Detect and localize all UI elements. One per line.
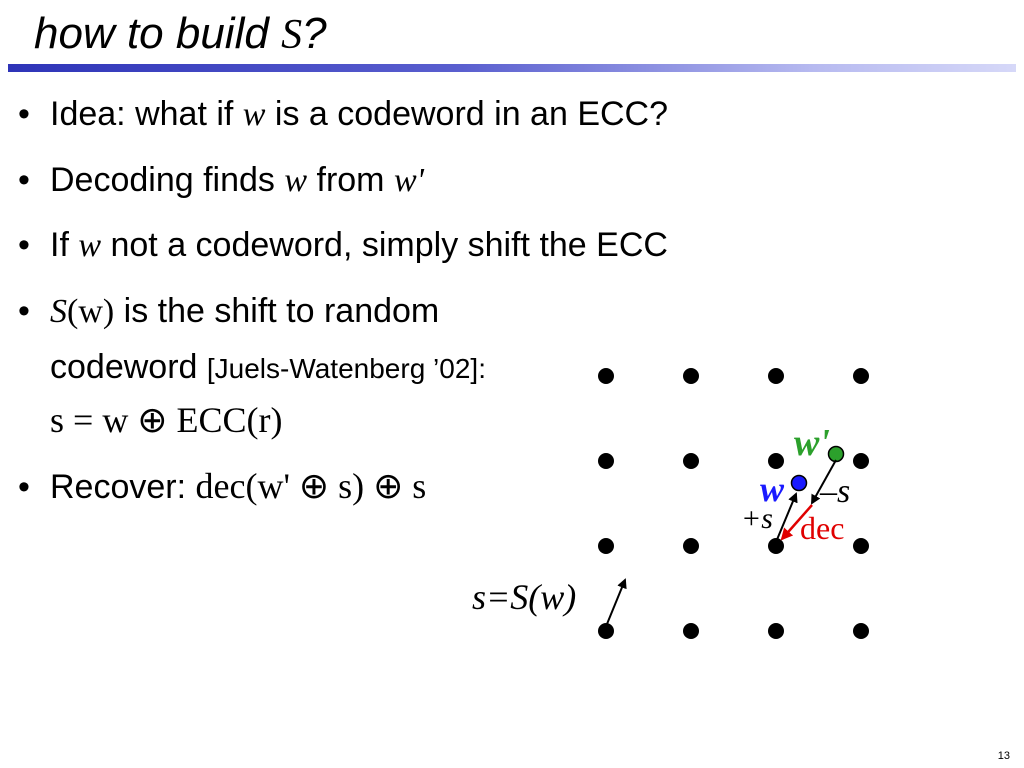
label-s-eq-S-of-w: s=S(w) xyxy=(472,577,576,617)
slide-title: how to build S? xyxy=(34,6,327,63)
bullet-S-of-w-line2: codeword [Juels-Watenberg ’02]: xyxy=(50,347,486,389)
title-prefix: how to build xyxy=(34,9,282,58)
lattice-point xyxy=(768,623,784,639)
bullet-S-of-w: •S(w) is the shift to random xyxy=(18,292,440,330)
math-var: w xyxy=(242,96,266,133)
lattice-point xyxy=(598,623,614,639)
bullet-text: not a codeword, simply shift the ECC xyxy=(101,226,668,264)
bullet-idea: •Idea: what if w is a codeword in an ECC… xyxy=(18,95,669,133)
lattice-point xyxy=(683,453,699,469)
lattice-point xyxy=(598,368,614,384)
label-minus-s: –s xyxy=(819,473,850,510)
w-point xyxy=(790,474,808,492)
lattice-point xyxy=(853,623,869,639)
citation: [Juels-Watenberg ’02]: xyxy=(206,353,486,384)
lattice-point xyxy=(853,538,869,554)
lattice-point xyxy=(853,368,869,384)
title-variable: S xyxy=(281,12,303,58)
lattice-point xyxy=(598,538,614,554)
plus-s-arrow xyxy=(775,492,798,543)
bullet-text: from xyxy=(307,161,394,199)
math-var: w' xyxy=(393,162,424,199)
lattice-point xyxy=(768,453,784,469)
bullet-text: Recover: xyxy=(50,468,196,506)
bullet-shift: •If w not a codeword, simply shift the E… xyxy=(18,226,668,264)
lattice-point xyxy=(683,368,699,384)
bullet-decoding: •Decoding finds w from w' xyxy=(18,161,424,199)
math-var: w xyxy=(284,162,308,199)
bullet-text: codeword xyxy=(50,348,207,386)
formula-s: s = w ⊕ ECC(r) xyxy=(50,400,283,440)
title-rule xyxy=(8,64,1016,72)
lattice-point xyxy=(768,538,784,554)
s-shift-arrow xyxy=(606,578,627,625)
bullet-recover: •Recover: dec(w' ⊕ s) ⊕ s xyxy=(18,466,427,506)
recover-formula: dec(w' ⊕ s) ⊕ s xyxy=(195,466,427,506)
label-plus-s: +s xyxy=(741,502,773,535)
math-arg: (w) xyxy=(67,293,115,330)
label-dec: dec xyxy=(800,510,844,546)
w-prime-point xyxy=(827,445,845,463)
bullet-text: is a codeword in an ECC? xyxy=(265,95,669,133)
dec-arrow xyxy=(780,504,813,541)
label-w-prime: w' xyxy=(794,422,830,464)
lattice-point xyxy=(853,453,869,469)
page-number: 13 xyxy=(997,750,1010,762)
bullet-text: Decoding finds xyxy=(50,161,285,199)
bullet-text: Idea: what if xyxy=(50,95,243,133)
label-w: w xyxy=(760,469,785,509)
bullet-text: If xyxy=(50,226,79,264)
math-var: w xyxy=(78,227,102,264)
bullet-text: is the shift to random xyxy=(114,292,440,330)
lattice-point xyxy=(683,623,699,639)
lattice-point xyxy=(598,453,614,469)
lattice-point xyxy=(683,538,699,554)
title-suffix: ? xyxy=(302,9,327,58)
lattice-point xyxy=(768,368,784,384)
minus-s-arrow xyxy=(811,459,837,505)
math-var: S xyxy=(50,293,67,330)
